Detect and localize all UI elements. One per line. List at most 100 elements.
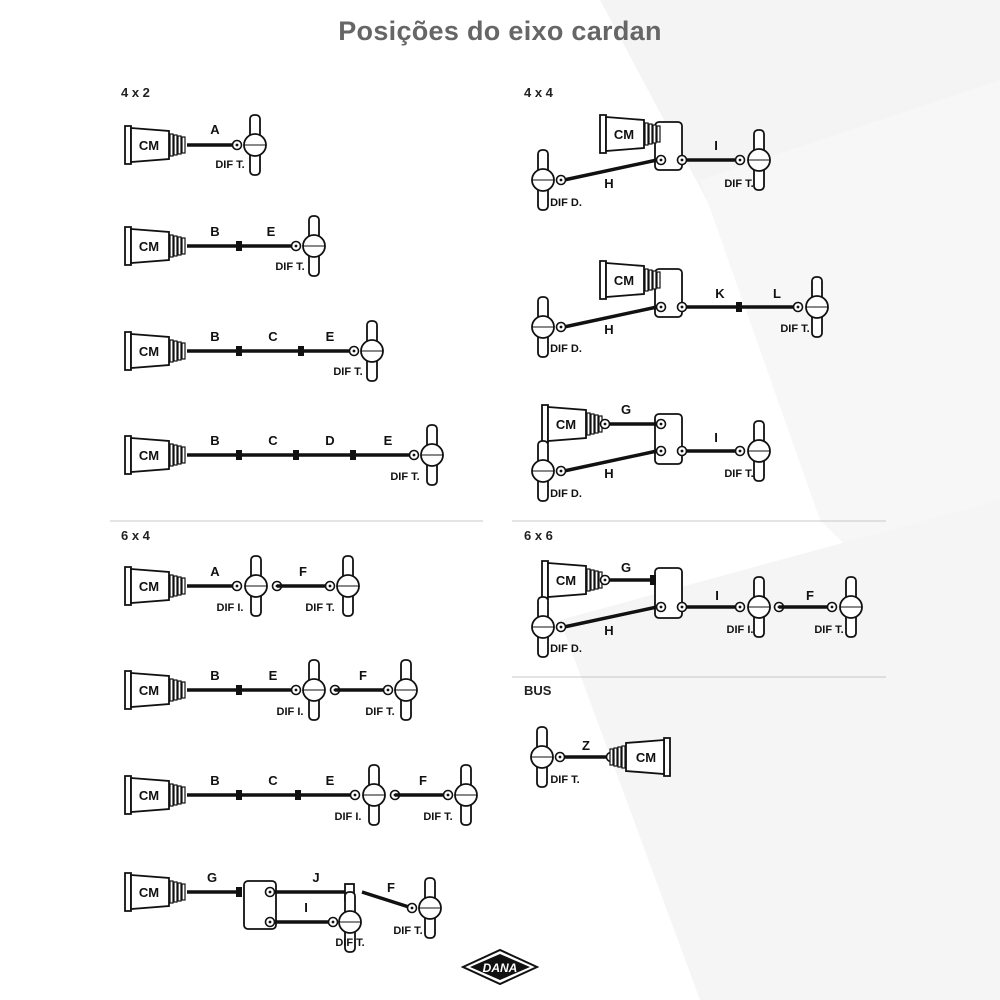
- label-dif-t: DIF T.: [335, 937, 364, 949]
- universal-joint: [734, 154, 746, 166]
- engine-block: [599, 114, 661, 154]
- cm-label: CM: [139, 579, 159, 594]
- label-dif-i: DIF I.: [217, 602, 244, 614]
- shaft-label-b: B: [210, 773, 219, 788]
- dana-logo-text: DANA: [483, 961, 518, 975]
- universal-joint: [655, 301, 667, 313]
- universal-joint: [348, 345, 360, 357]
- engine-block: [124, 670, 186, 710]
- shaft-label-g: G: [621, 560, 631, 575]
- label-dif-t: DIF T.: [814, 624, 843, 636]
- universal-joint: [406, 902, 418, 914]
- shaft-label-f: F: [806, 588, 814, 603]
- universal-joint: [324, 580, 336, 592]
- label-dif-t: DIF T.: [423, 811, 452, 823]
- center-bearing: [298, 346, 304, 356]
- cardan-shaft: [563, 605, 658, 629]
- shaft-label-b: B: [210, 224, 219, 239]
- universal-joint: [290, 684, 302, 696]
- universal-joint: [599, 418, 611, 430]
- universal-joint: [655, 418, 667, 430]
- universal-joint: [655, 154, 667, 166]
- universal-joint: [555, 465, 567, 477]
- shaft-label-b: B: [210, 329, 219, 344]
- universal-joint: [264, 886, 276, 898]
- shaft-label-z: Z: [582, 738, 590, 753]
- label-dif-d: DIF D.: [550, 643, 582, 655]
- differential: [338, 891, 362, 953]
- section-bus: BUS: [524, 683, 552, 698]
- universal-joint: [676, 445, 688, 457]
- universal-joint: [327, 916, 339, 928]
- label-dif-t: DIF T.: [305, 602, 334, 614]
- differential: [336, 555, 360, 617]
- universal-joint: [555, 174, 567, 186]
- shaft-label-i: I: [715, 588, 719, 603]
- engine-block: [609, 737, 671, 777]
- shaft-label-i: I: [714, 430, 718, 445]
- center-bearing: [236, 790, 242, 800]
- universal-joint: [599, 574, 611, 586]
- universal-joint: [734, 445, 746, 457]
- universal-joint: [349, 789, 361, 801]
- cardan-shaft: [563, 158, 658, 182]
- shaft-label-h: H: [604, 322, 613, 337]
- label-dif-t: DIF T.: [724, 178, 753, 190]
- universal-joint: [676, 601, 688, 613]
- engine-block: [541, 560, 603, 600]
- differential: [243, 114, 267, 176]
- universal-joint: [231, 580, 243, 592]
- shaft-label-k: K: [715, 286, 725, 301]
- differential: [244, 555, 268, 617]
- center-bearing: [293, 450, 299, 460]
- center-bearing: [236, 241, 242, 251]
- dana-logo: DANA: [460, 948, 540, 986]
- differential: [805, 276, 829, 338]
- engine-block: [124, 125, 186, 165]
- universal-joint: [382, 684, 394, 696]
- cm-label: CM: [139, 788, 159, 803]
- shaft-label-c: C: [268, 433, 278, 448]
- differential: [530, 726, 554, 788]
- page-title: Posições do eixo cardan: [338, 16, 662, 46]
- shaft-label-a: A: [210, 122, 220, 137]
- shaft-label-f: F: [387, 880, 395, 895]
- differential: [302, 659, 326, 721]
- shaft-label-h: H: [604, 176, 613, 191]
- label-dif-d: DIF D.: [550, 197, 582, 209]
- differential: [747, 576, 771, 638]
- universal-joint: [555, 621, 567, 633]
- shaft-label-i: I: [714, 138, 718, 153]
- label-dif-t: DIF T.: [215, 159, 244, 171]
- cm-label: CM: [139, 448, 159, 463]
- shaft-label-h: H: [604, 466, 613, 481]
- shaft-label-c: C: [268, 329, 278, 344]
- engine-block: [124, 435, 186, 475]
- differential: [531, 440, 555, 502]
- shaft-label-b: B: [210, 433, 219, 448]
- label-dif-t: DIF T.: [275, 261, 304, 273]
- universal-joint: [290, 240, 302, 252]
- section-6x4: 6 x 4: [121, 528, 151, 543]
- differential: [418, 877, 442, 939]
- universal-joint: [554, 751, 566, 763]
- universal-joint: [555, 321, 567, 333]
- shaft-label-e: E: [269, 668, 278, 683]
- cm-label: CM: [139, 138, 159, 153]
- universal-joint: [264, 916, 276, 928]
- engine-block: [124, 775, 186, 815]
- shaft-label-i: I: [304, 900, 308, 915]
- differential: [747, 420, 771, 482]
- engine-block: [599, 260, 661, 300]
- universal-joint: [676, 154, 688, 166]
- universal-joint: [655, 445, 667, 457]
- center-bearing: [736, 302, 742, 312]
- shaft-label-e: E: [267, 224, 276, 239]
- differential: [531, 296, 555, 358]
- label-dif-t: DIF T.: [780, 323, 809, 335]
- shaft-label-a: A: [210, 564, 220, 579]
- label-dif-d: DIF D.: [550, 343, 582, 355]
- shaft-label-f: F: [359, 668, 367, 683]
- cm-label: CM: [614, 127, 634, 142]
